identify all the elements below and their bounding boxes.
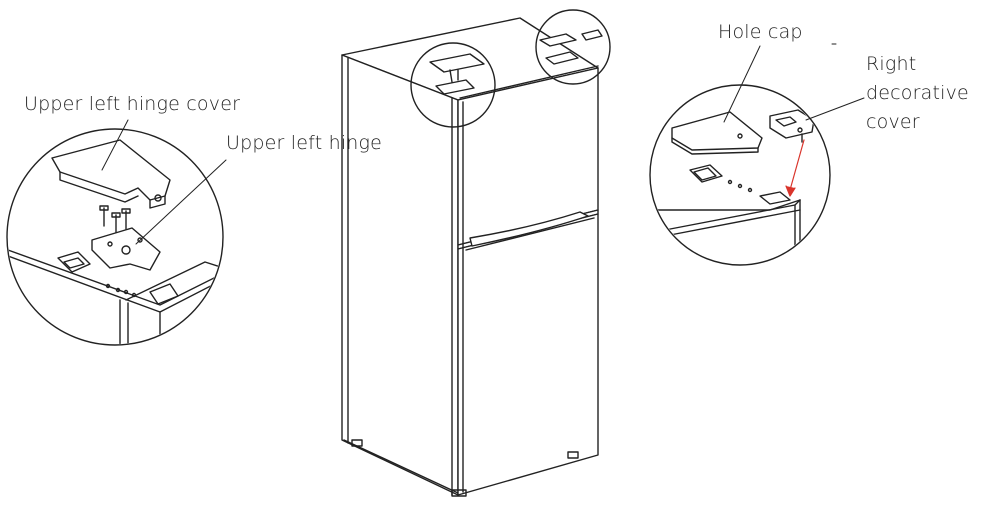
- zoom-circle-right-cover: [535, 9, 611, 85]
- label-upper-left-hinge-cover: Upper left hinge cover: [24, 93, 241, 115]
- zoom-circle-left-hinge: [410, 42, 496, 128]
- label-upper-left-hinge: Upper left hinge: [226, 132, 383, 154]
- label-right-decorative-cover: Right decorative cover: [866, 50, 969, 137]
- label-right-decorative-cover-line1: Right: [866, 53, 917, 75]
- left-hinge-detail: [6, 119, 227, 346]
- right-cover-detail: [649, 43, 865, 266]
- label-right-decorative-cover-line3: cover: [866, 111, 920, 133]
- refrigerator: [341, 17, 603, 497]
- label-right-decorative-cover-line2: decorative: [866, 82, 969, 104]
- label-hole-cap: Hole cap: [718, 21, 803, 43]
